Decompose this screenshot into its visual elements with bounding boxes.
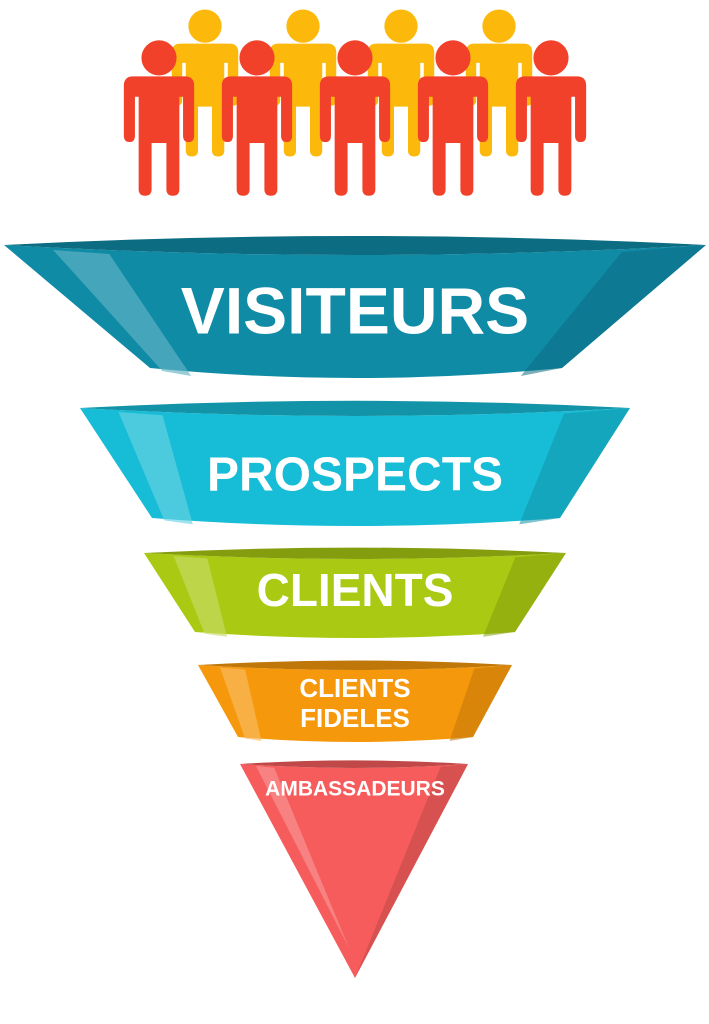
funnel-stage-shade bbox=[483, 553, 566, 637]
funnel-stage-rim bbox=[240, 760, 468, 768]
funnel-stage-label: FIDELES bbox=[300, 703, 410, 733]
funnel-stage: VISITEURS bbox=[4, 236, 706, 378]
funnel-stage-label: AMBASSADEURS bbox=[265, 778, 445, 801]
funnel-stage: AMBASSADEURS bbox=[240, 760, 468, 978]
funnel-stage-shade bbox=[355, 764, 468, 978]
funnel-stage-body bbox=[4, 245, 706, 378]
person-icon bbox=[123, 40, 195, 196]
funnel-stage: CLIENTS bbox=[144, 547, 566, 638]
people-group bbox=[123, 9, 587, 196]
funnel-stage-highlight bbox=[53, 250, 192, 376]
funnel: VISITEURSPROSPECTSCLIENTSCLIENTSFIDELESA… bbox=[4, 236, 706, 978]
funnel-stage-body bbox=[198, 665, 512, 742]
funnel-stage-shade bbox=[449, 665, 512, 741]
funnel-stage-highlight bbox=[118, 412, 193, 525]
funnel-stage-highlight bbox=[219, 667, 262, 741]
funnel-stage-shade bbox=[520, 245, 706, 376]
funnel-stage-rim bbox=[144, 547, 566, 559]
funnel-stage-highlight bbox=[255, 766, 349, 948]
funnel-stage-label: PROSPECTS bbox=[207, 449, 503, 502]
funnel-stage-label: CLIENTS bbox=[299, 673, 410, 703]
funnel-stage-label: CLIENTS bbox=[257, 564, 454, 616]
funnel-stage-rim bbox=[80, 400, 630, 416]
funnel-stage-label: VISITEURS bbox=[181, 273, 529, 347]
funnel-stage-highlight bbox=[173, 556, 227, 637]
funnel-stage-rim bbox=[198, 660, 512, 670]
funnel-stage-body bbox=[80, 408, 630, 526]
funnel-stage: PROSPECTS bbox=[80, 400, 630, 526]
funnel-stage-rim bbox=[4, 236, 706, 255]
funnel-stage-body bbox=[144, 553, 566, 638]
funnel-stage-body bbox=[240, 764, 468, 978]
funnel-stage-shade bbox=[519, 408, 630, 525]
